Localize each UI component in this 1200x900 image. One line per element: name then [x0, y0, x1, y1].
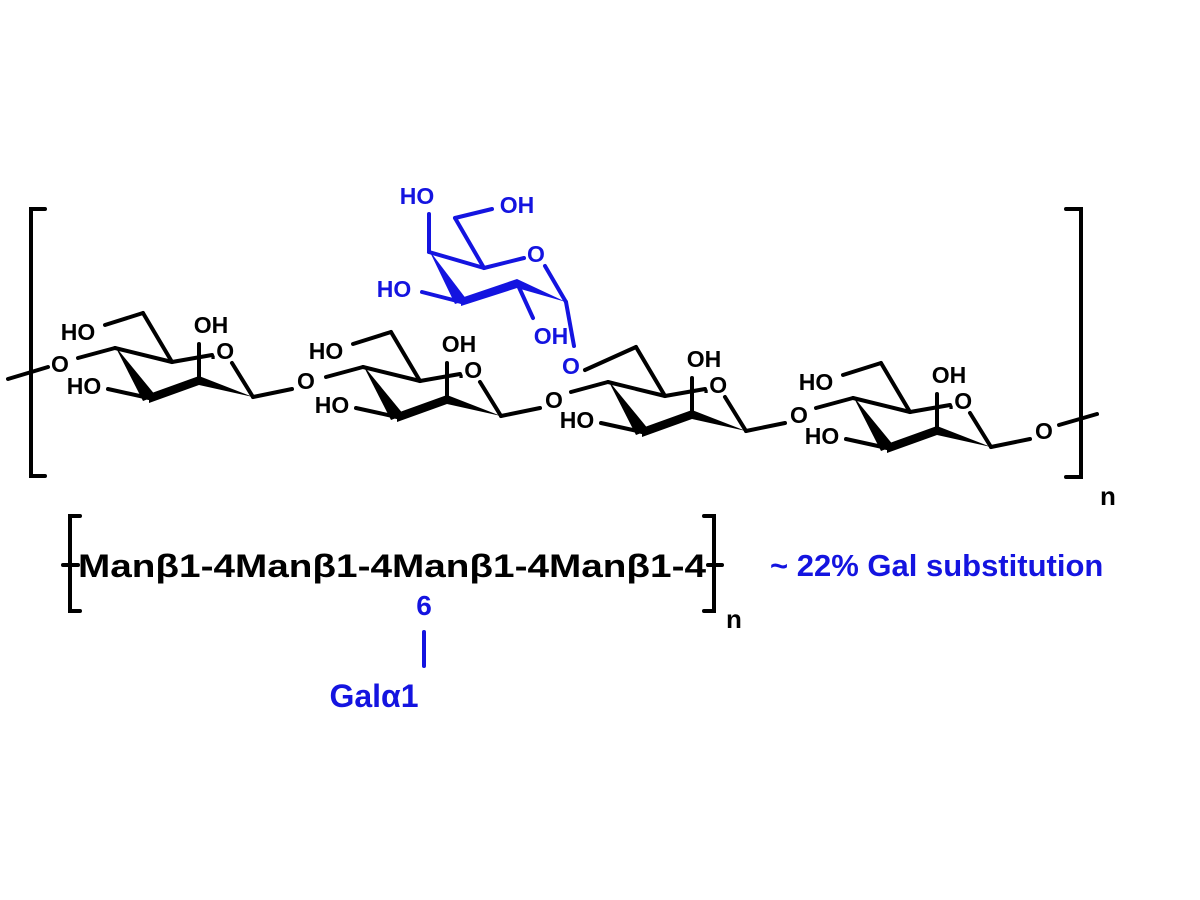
repeat-n-label: n — [1100, 481, 1116, 511]
gal-bond — [564, 300, 576, 348]
bond — [968, 411, 993, 449]
c6-hydroxyl-label: HO — [799, 369, 834, 395]
wedge-bond — [608, 380, 649, 435]
gal-c6-hydroxyl-label: OH — [500, 192, 535, 218]
wedge-bond — [692, 410, 746, 431]
c2-hydroxyl-label: OH — [932, 362, 967, 388]
mannose-unit: HO OH.O HO O — [309, 330, 563, 422]
c2-hydroxyl-label: OH — [687, 346, 722, 372]
gal-c3-hydroxyl-label: HO — [377, 276, 412, 302]
gal-c4-hydroxyl-label: HO — [400, 183, 435, 209]
wedge-bond — [363, 365, 404, 420]
c2-hydroxyl-label: OH — [442, 331, 477, 357]
gal-bold-bond — [461, 279, 517, 306]
c6-hydroxyl-label: O — [562, 353, 580, 379]
bond — [351, 330, 393, 346]
gal-c2-hydroxyl-label: OH — [534, 323, 569, 349]
c3-hydroxyl-label: HO — [67, 373, 102, 399]
c2-hydroxyl-label: OH — [194, 312, 229, 338]
wedge-bond — [853, 396, 894, 451]
c3-hydroxyl-label: HO — [805, 423, 840, 449]
glycosidic-oxygen-label: O — [545, 387, 563, 413]
wedge-bond — [199, 376, 253, 397]
bold-bond — [887, 426, 937, 453]
ring-oxygen-label: .O — [210, 338, 234, 364]
bold-bond — [397, 395, 447, 422]
gal-bond — [482, 256, 526, 270]
gal-bond — [453, 216, 486, 270]
bond — [744, 421, 787, 433]
bond — [361, 365, 422, 383]
bond — [499, 406, 542, 418]
bond — [113, 346, 174, 364]
bond — [908, 403, 952, 414]
bond — [851, 396, 912, 414]
bond — [989, 437, 1032, 449]
sequence-repeat-n: n — [726, 604, 742, 634]
chain-end-left-bond — [6, 365, 50, 381]
gal-bond — [543, 264, 568, 304]
bond — [841, 361, 883, 377]
bond — [663, 387, 707, 398]
branch-position-label: 6 — [416, 590, 432, 621]
sequence-text: Manβ1-4Manβ1-4Manβ1-4Manβ1-4 — [78, 548, 706, 584]
gal-wedge-bond — [429, 250, 467, 304]
bond — [230, 361, 255, 399]
bold-bond — [642, 410, 692, 437]
c6-hydroxyl-label: HO — [309, 338, 344, 364]
bond — [814, 396, 855, 410]
substitution-note: ~ 22% Gal substitution — [770, 548, 1103, 583]
gal-ring-oxygen-label: O — [527, 241, 545, 267]
gal-wedge-bond — [517, 279, 566, 302]
bond — [103, 311, 145, 327]
bond — [583, 345, 638, 372]
bond — [569, 380, 610, 394]
bond — [634, 345, 667, 398]
bond — [141, 311, 174, 364]
wedge-bond — [447, 395, 501, 416]
ring-oxygen-label: .O — [948, 388, 972, 414]
c6-hydroxyl-label: HO — [61, 319, 96, 345]
gal-bond — [453, 207, 494, 220]
bold-bond — [149, 376, 199, 403]
left-bracket — [29, 207, 47, 478]
gal-bond — [515, 281, 535, 320]
bond — [418, 372, 462, 383]
glycosidic-oxygen-label: O — [297, 368, 315, 394]
c3-hydroxyl-label: HO — [315, 392, 350, 418]
glycosidic-oxygen-label: O — [790, 402, 808, 428]
ring-oxygen-label: .O — [703, 372, 727, 398]
wedge-bond — [937, 426, 991, 447]
mannose-unit: O OH.O HO O — [560, 345, 808, 437]
bond — [879, 361, 912, 414]
right-bracket — [1064, 207, 1083, 479]
chain-end-right-bond — [1057, 412, 1099, 427]
wedge-bond — [115, 346, 156, 401]
bond — [606, 380, 667, 398]
sequence-notation: Manβ1-4Manβ1-4Manβ1-4Manβ1-4 n 6 Galα1 ~… — [61, 514, 1103, 714]
bond — [170, 353, 214, 364]
gal-bond — [427, 250, 486, 270]
mannose-unit: HO OH.O HO O — [799, 361, 1053, 453]
bond — [324, 365, 365, 379]
ring-oxygen-label: .O — [458, 357, 482, 383]
glycosidic-oxygen-label: O — [1035, 418, 1053, 444]
bond — [251, 387, 294, 399]
bond — [389, 330, 422, 383]
bond — [478, 380, 503, 418]
c3-hydroxyl-label: HO — [560, 407, 595, 433]
galactose-unit: HO OH O HO OH — [377, 183, 576, 349]
branch-sugar-label: Galα1 — [329, 678, 418, 714]
bond — [723, 395, 748, 433]
bond — [76, 346, 117, 360]
o4-oxygen-label: O — [51, 351, 69, 377]
